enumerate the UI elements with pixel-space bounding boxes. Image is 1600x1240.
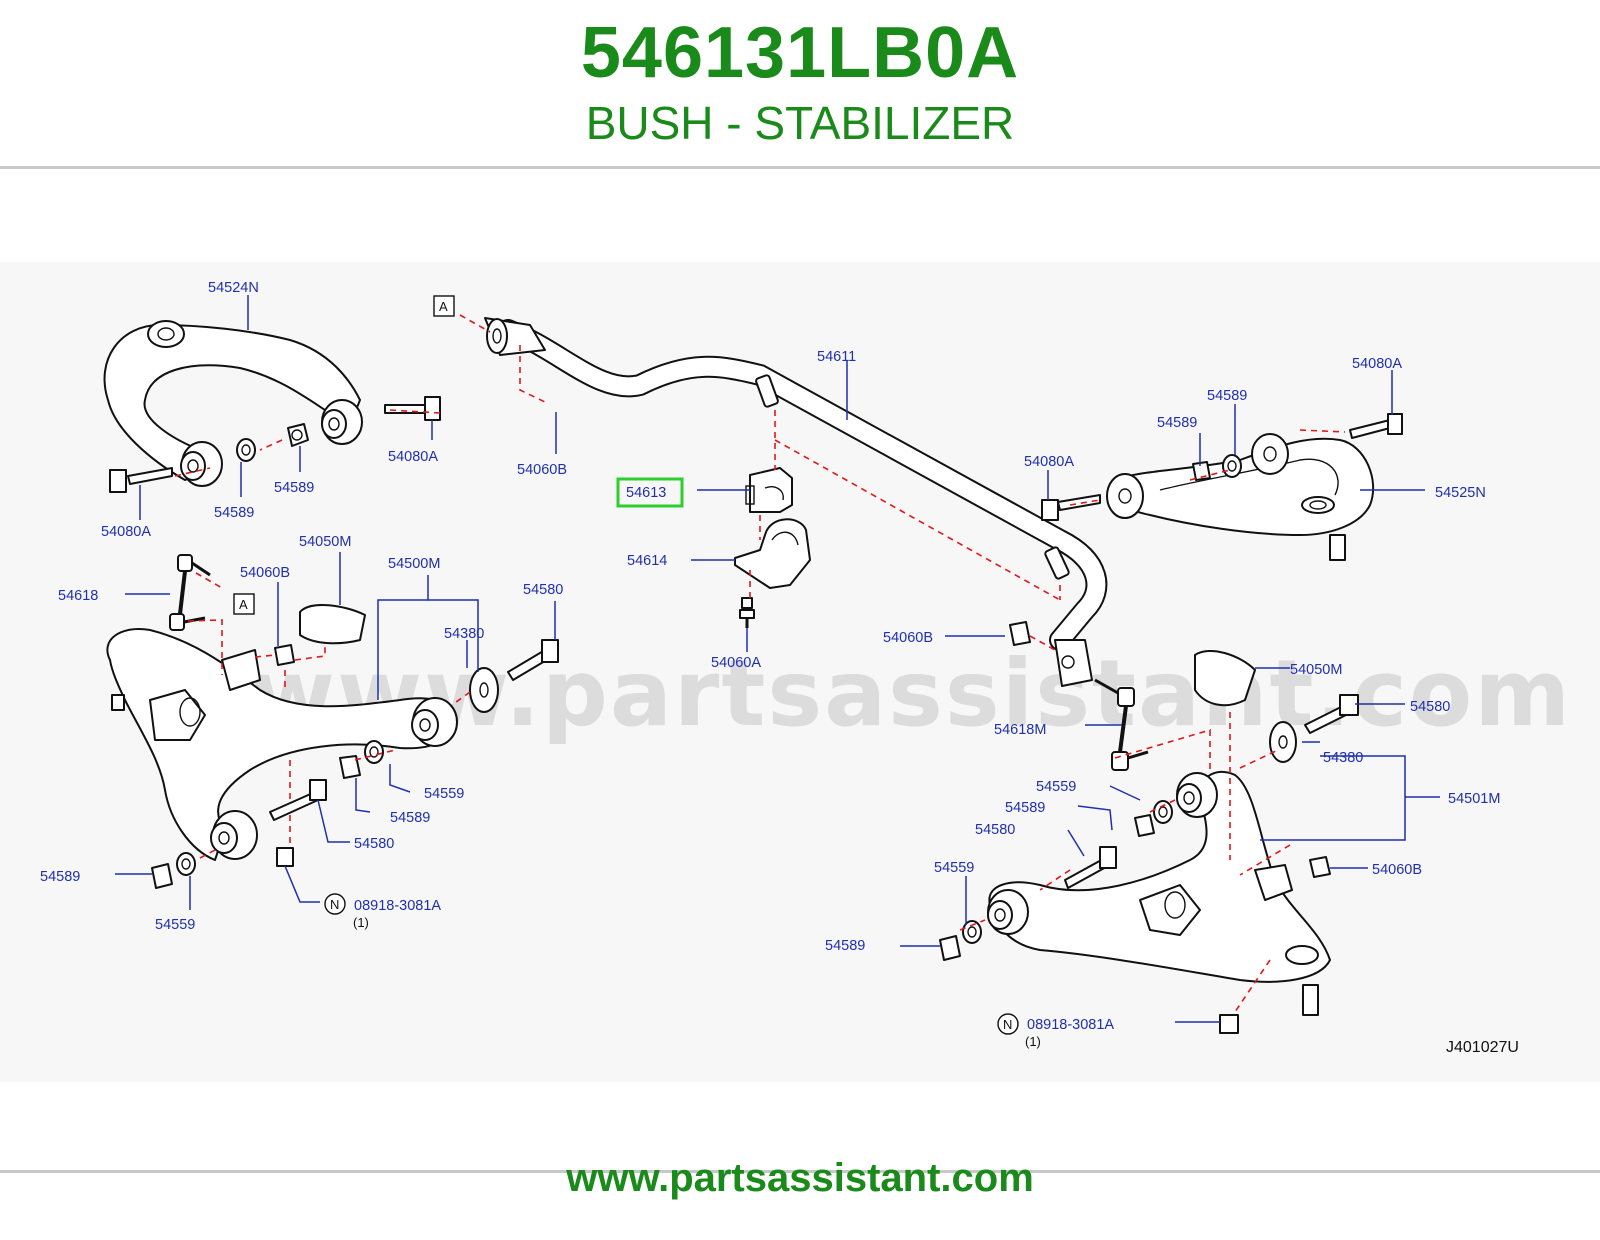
callout-54589: 54589 <box>1157 415 1197 431</box>
upper-arm-left-hardware <box>109 396 441 493</box>
stabilizer-link-right <box>1094 678 1149 771</box>
callout-54580: 54580 <box>1410 699 1450 715</box>
header-divider <box>0 166 1600 169</box>
stabilizer-bush <box>745 467 793 513</box>
callout-54559: 54559 <box>1036 779 1076 795</box>
callout-54589: 54589 <box>1005 800 1045 816</box>
view-marker-a-left: A <box>233 593 255 615</box>
callout-54060A: 54060A <box>711 655 761 671</box>
svg-text:A: A <box>439 299 448 314</box>
callout-54559: 54559 <box>934 860 974 876</box>
callout-08918-3081A: 08918-3081A <box>354 898 441 914</box>
stabilizer-link-left <box>169 554 211 631</box>
svg-text:A: A <box>239 597 248 612</box>
callout-54589: 54589 <box>40 869 80 885</box>
callout-54618: 54618 <box>58 588 98 604</box>
view-marker-a-top: A <box>433 295 455 317</box>
lower-arm-left <box>106 628 458 861</box>
callout-54589: 54589 <box>390 810 430 826</box>
callout-54080A: 54080A <box>388 449 438 465</box>
lower-arm-right-hardware <box>939 621 1359 1034</box>
upper-arm-left <box>103 320 363 487</box>
callout-54618M: 54618M <box>994 722 1046 738</box>
callout-54559: 54559 <box>155 917 195 933</box>
callout-qty-1: (1) <box>1025 1034 1041 1049</box>
callout-54580: 54580 <box>975 822 1015 838</box>
callout-54524N: 54524N <box>208 280 259 296</box>
svg-text:N: N <box>330 897 339 912</box>
callout-54525N: 54525N <box>1435 485 1486 501</box>
callout-leaders <box>115 295 1440 1023</box>
upper-arm-right-hardware <box>1041 413 1403 521</box>
callout-54614: 54614 <box>627 553 667 569</box>
callout-54060B: 54060B <box>240 565 290 581</box>
callout-54060B: 54060B <box>883 630 933 646</box>
callout-54589: 54589 <box>825 938 865 954</box>
note-symbol-right: N <box>997 1013 1019 1035</box>
callout-54380: 54380 <box>1323 750 1363 766</box>
part-description: BUSH - STABILIZER <box>585 97 1015 149</box>
callout-54580: 54580 <box>354 836 394 852</box>
callout-54060B: 54060B <box>1372 862 1422 878</box>
part-number-title: 546131LB0A <box>580 13 1020 93</box>
callout-qty-1: (1) <box>353 915 369 930</box>
callout-54500M: 54500M <box>388 556 440 572</box>
diagram-canvas: www.partsassistant.com <box>40 280 1570 1056</box>
callout-54613-highlighted: 54613 <box>626 485 666 501</box>
callout-54589: 54589 <box>1207 388 1247 404</box>
callout-54501M: 54501M <box>1448 791 1500 807</box>
assembly-guide-lines <box>174 314 1346 1013</box>
callout-54060B: 54060B <box>517 462 567 478</box>
bracket-bolt-54060A <box>739 597 755 628</box>
callout-54080A: 54080A <box>1352 356 1402 372</box>
callout-54589: 54589 <box>274 480 314 496</box>
callout-labels: 54524N 54080A 54589 54589 54080A 54060B … <box>40 280 1519 1056</box>
callout-08918-3081A: 08918-3081A <box>1027 1017 1114 1033</box>
callout-54580: 54580 <box>523 582 563 598</box>
callout-54080A: 54080A <box>1024 454 1074 470</box>
callout-54589: 54589 <box>214 505 254 521</box>
stabilizer-bracket <box>734 518 811 589</box>
callout-54080A: 54080A <box>101 524 151 540</box>
diagram-ref-code: J401027U <box>1446 1039 1519 1056</box>
highlight-box <box>616 477 684 508</box>
parts-diagram: www.partsassistant.com <box>0 262 1600 1082</box>
note-symbol-left: N <box>324 893 346 915</box>
footer-divider <box>0 1170 1600 1173</box>
upper-arm-right <box>1106 433 1375 561</box>
footer-url[interactable]: www.partsassistant.com <box>566 1156 1034 1200</box>
callout-54559: 54559 <box>424 786 464 802</box>
callout-54050M: 54050M <box>1290 662 1342 678</box>
stabilizer-bar <box>484 317 1108 687</box>
callout-54611: 54611 <box>817 349 856 365</box>
lower-arm-left-hardware <box>151 604 559 889</box>
callout-54380: 54380 <box>444 626 484 642</box>
callout-54050M: 54050M <box>299 534 351 550</box>
svg-text:N: N <box>1003 1017 1012 1032</box>
lower-arm-right <box>987 770 1331 1016</box>
